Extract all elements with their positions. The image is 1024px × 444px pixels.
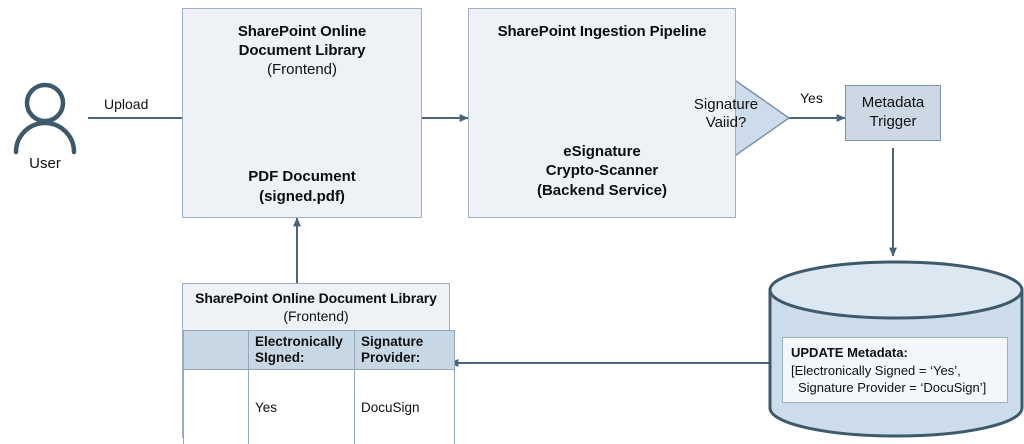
- pdf-caption-line2: (signed.pdf): [259, 187, 345, 205]
- ingestion-pipeline-box[interactable]: SharePoint Ingestion Pipeline eSignature…: [468, 8, 736, 218]
- table-cell-electronically-signed: Yes: [248, 369, 355, 444]
- table-cell-signature-provider: DocuSign: [354, 369, 455, 444]
- edge-label-upload: Upload: [104, 96, 149, 112]
- table-header-signature-provider: Signature Provider:: [354, 329, 455, 371]
- decision-line2: Vaiid?: [705, 114, 747, 131]
- frontend-box-title-line2: Document Library: [238, 41, 366, 59]
- decision-node[interactable]: Signature Vaiid?: [666, 96, 786, 132]
- result-document-library-box[interactable]: SharePoint Online Document Library (Fron…: [182, 283, 455, 444]
- scanner-caption-line2: Crypto-Scanner: [545, 162, 659, 180]
- scanner-caption-line1: eSignature: [563, 142, 641, 160]
- pipeline-box-title: SharePoint Ingestion Pipeline: [497, 23, 707, 40]
- document-metadata-table[interactable]: Electronically SIgned: Signature Provide…: [183, 329, 455, 444]
- user-label: User: [29, 155, 61, 172]
- table-row[interactable]: Yes DocuSign: [183, 369, 455, 444]
- frontend-document-library-box[interactable]: SharePoint Online Document Library (Fron…: [182, 8, 422, 218]
- table-cell-document-icon: [183, 369, 249, 444]
- scanner-caption-line3: (Backend Service): [536, 181, 668, 199]
- result-box-title: SharePoint Online Document Library: [195, 290, 437, 306]
- metadata-trigger-line1: Metadata: [861, 94, 925, 112]
- user-icon: [13, 82, 77, 155]
- pdf-caption-line1: PDF Document: [248, 168, 356, 186]
- metadata-trigger-node[interactable]: Metadata Trigger: [845, 85, 941, 141]
- table-header-electronically-signed: Electronically SIgned:: [248, 329, 355, 371]
- db-note-line2: Signature Provider = ‘DocuSign’]: [798, 380, 987, 396]
- edge-label-yes: Yes: [800, 90, 823, 106]
- db-note-line1: [Electronically Signed = ‘Yes’,: [791, 362, 961, 378]
- decision-line1: Signature: [693, 96, 759, 113]
- table-header-row: Electronically SIgned: Signature Provide…: [183, 329, 455, 371]
- table-header-icon: [183, 329, 249, 371]
- db-note-header: UPDATE Metadata:: [791, 345, 908, 360]
- database-update-note: UPDATE Metadata: [Electronically Signed …: [782, 337, 1008, 403]
- frontend-box-title-line1: SharePoint Online: [237, 23, 367, 40]
- metadata-trigger-line2: Trigger: [869, 113, 917, 130]
- result-box-subtitle: (Frontend): [283, 307, 349, 324]
- frontend-box-subtitle: (Frontend): [266, 60, 338, 78]
